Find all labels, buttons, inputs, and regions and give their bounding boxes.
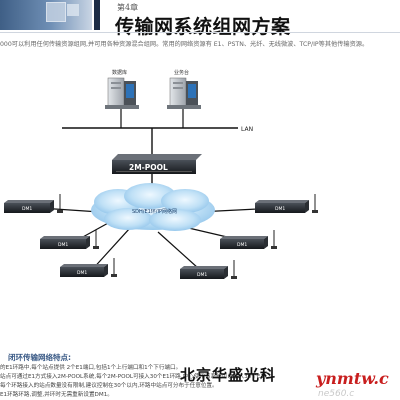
header-divider-bar <box>94 0 100 30</box>
features-heading: 闭环传输网络特点: <box>8 353 71 362</box>
pool-device-icon <box>112 154 202 174</box>
header-rule <box>0 32 400 33</box>
dm1-node-label: DM1 <box>275 206 285 212</box>
service-terminal-icon <box>167 77 201 109</box>
dm1-node-label: DM1 <box>197 272 207 278</box>
chapter-label: 第4章 <box>117 3 139 12</box>
dm1-node-icon <box>255 194 318 213</box>
dm1-node-label: DM1 <box>237 242 247 248</box>
header-decor-square <box>46 2 66 22</box>
dm1-node-icon <box>180 260 237 279</box>
feature-line: 的E1环路中,每个站点提供 2个E1端口,包括1个上行端口和1个下行端口。 <box>0 365 182 371</box>
dm1-node-icon <box>60 258 117 277</box>
dm1-node-label: DM1 <box>58 242 68 248</box>
feature-line: 每个环路接入的站点数量没有限制,建议控制在30个以内,环路中站点可分布于任意位置… <box>0 383 218 389</box>
transport-cloud <box>91 183 215 231</box>
cloud-label: SDH/E1环/IP网络网 <box>132 208 177 215</box>
dm1-node-icon <box>220 230 277 249</box>
feature-line: E1环路环路,调整,并环时无需重新设置DM1。 <box>0 392 113 398</box>
database-server-icon <box>105 77 139 109</box>
feature-line: 站点可通过E1方式接入2M-POOL系统,每个2M-POOL可接入30个E1环路… <box>0 374 270 380</box>
lan-label: LAN <box>241 126 253 133</box>
intro-text: 000可以利用任何传输资源组网,并可用各种资源混合组网。常用的网络资源有 E1、… <box>0 41 369 48</box>
site-watermark: ynmtw.c <box>316 369 389 388</box>
header-decor-square <box>67 4 79 16</box>
dm1-node-label: DM1 <box>77 270 87 276</box>
dm1-node-icon <box>4 194 63 213</box>
server-right-label: 业务台 <box>174 69 189 76</box>
dm1-node-label: DM1 <box>22 206 32 212</box>
site-ghost-watermark: ne560.c <box>318 389 355 399</box>
server-left-label: 数据库 <box>112 69 127 76</box>
company-watermark: 北京华盛光科 <box>180 366 277 384</box>
pool-label: 2M-POOL <box>129 163 168 172</box>
dm1-node-icon <box>40 230 99 249</box>
